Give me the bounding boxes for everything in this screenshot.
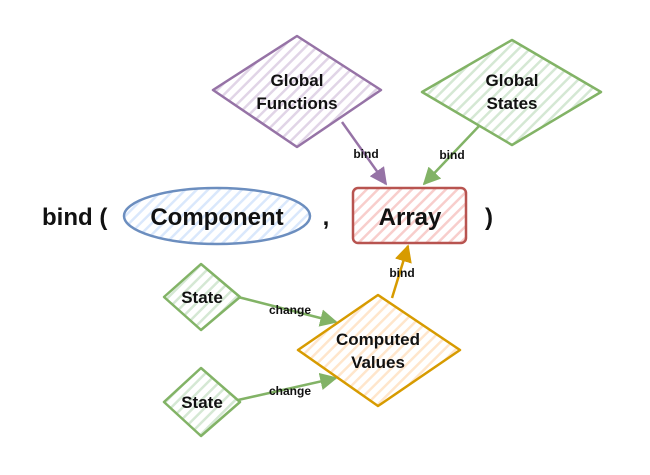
edge-global-states-to-array: bind xyxy=(422,124,481,186)
edge-line xyxy=(422,124,481,186)
node-label: Component xyxy=(150,204,283,231)
edge-line xyxy=(390,244,412,299)
edge-computed-to-array: bind xyxy=(389,244,415,299)
node-global-states: Global States xyxy=(420,38,603,147)
node-label: Array xyxy=(379,204,442,231)
edge-line xyxy=(340,121,388,186)
node-state-1: State xyxy=(162,262,242,332)
edge-label: change xyxy=(269,303,311,317)
diamond-shape xyxy=(420,38,603,147)
rect-shape xyxy=(351,186,468,245)
node-label: State xyxy=(181,393,223,412)
node-label-line1: Global xyxy=(271,71,324,90)
node-computed-values: Computed Values xyxy=(296,293,462,408)
expression-prefix: bind ( xyxy=(42,204,107,231)
node-component: Component xyxy=(122,186,312,246)
node-label-line2: Values xyxy=(351,353,405,372)
node-global-functions: Global Functions xyxy=(211,34,383,149)
edge-line xyxy=(237,295,338,327)
edge-state1-to-computed: change xyxy=(237,295,338,327)
expression-comma: , xyxy=(323,204,330,231)
node-array: Array xyxy=(351,186,468,245)
node-label-line1: Computed xyxy=(336,330,420,349)
diamond-shape xyxy=(162,366,242,438)
edge-label: bind xyxy=(353,147,378,161)
ellipse-shape xyxy=(122,186,312,246)
edge-global-functions-to-array: bind xyxy=(340,121,388,186)
node-label: State xyxy=(181,288,223,307)
edge-label: bind xyxy=(389,266,414,280)
node-label-line2: Functions xyxy=(256,94,337,113)
diamond-shape xyxy=(296,293,462,408)
edge-label: bind xyxy=(439,148,464,162)
diamond-shape xyxy=(211,34,383,149)
node-state-2: State xyxy=(162,366,242,438)
node-label-line1: Global xyxy=(486,71,539,90)
node-label-line2: States xyxy=(486,94,537,113)
edge-line xyxy=(237,372,338,402)
edge-label: change xyxy=(269,384,311,398)
edge-state2-to-computed: change xyxy=(237,372,338,402)
expression-suffix: ) xyxy=(485,204,493,231)
diamond-shape xyxy=(162,262,242,332)
